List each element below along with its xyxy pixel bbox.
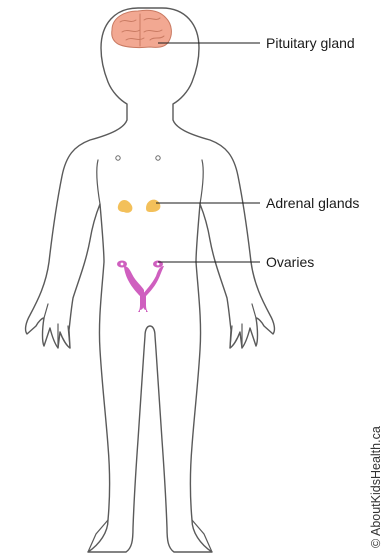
right-nipple xyxy=(156,156,160,160)
left-ovary-center xyxy=(121,263,124,266)
right-ovary-center xyxy=(157,263,160,266)
ovaries-label: Ovaries xyxy=(266,254,314,270)
credit-watermark: © AboutKidsHealth.ca xyxy=(369,426,383,548)
adrenal-glands-label: Adrenal glands xyxy=(266,195,359,211)
left-nipple xyxy=(116,156,120,160)
brain-shape xyxy=(112,10,172,47)
pituitary-gland-label: Pituitary gland xyxy=(266,35,355,51)
body-outline xyxy=(26,8,275,552)
brain xyxy=(112,10,172,47)
head-outline xyxy=(26,8,275,552)
